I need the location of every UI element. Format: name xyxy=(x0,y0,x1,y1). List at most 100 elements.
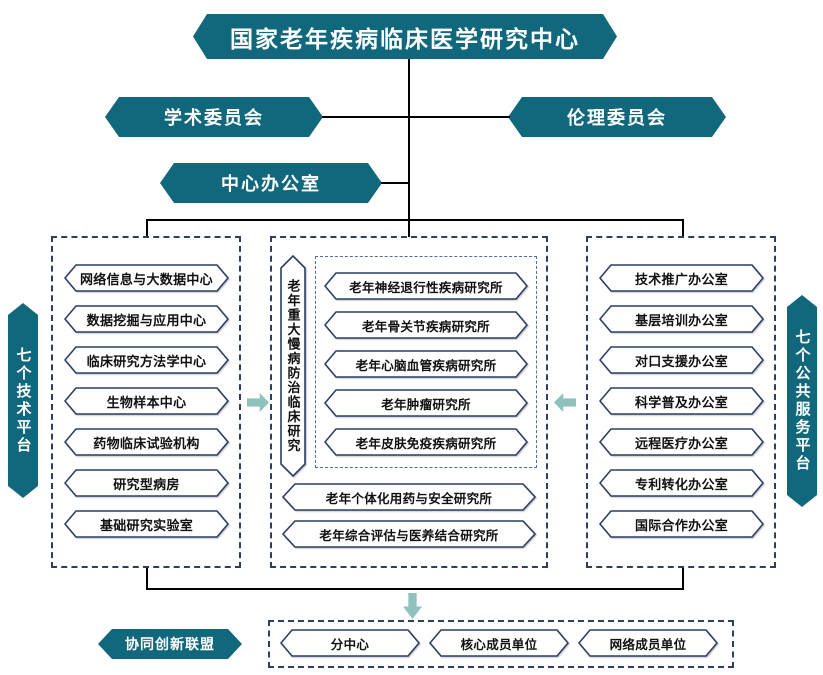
middle-institute-label: 老年皮肤免疫疾病研究所 xyxy=(355,436,497,451)
connector-bottom-riser-right xyxy=(682,568,684,590)
connector-root-spine xyxy=(408,59,410,220)
node-alliance-label[interactable]: 协同创新联盟 xyxy=(98,629,242,659)
connector-split-bar-top xyxy=(146,219,684,221)
right-item-5[interactable]: 专利转化办公室 xyxy=(599,469,764,497)
left-item-label: 数据挖掘与应用中心 xyxy=(86,312,207,328)
middle-institute-label: 老年神经退行性疾病研究所 xyxy=(349,280,503,295)
pill-shape xyxy=(599,264,764,292)
connector-academic-committee xyxy=(322,116,409,118)
pill-shape xyxy=(599,305,764,333)
right-item-0[interactable]: 技术推广办公室 xyxy=(599,264,764,292)
pill-shape xyxy=(599,346,764,374)
pill-shape xyxy=(64,469,229,497)
right-item-label: 国际合作办公室 xyxy=(634,517,729,533)
node-center-office[interactable]: 中心办公室 xyxy=(160,163,382,203)
pill-shape xyxy=(280,629,420,657)
right-column-group xyxy=(586,236,776,568)
left-item-label: 基础研究实验室 xyxy=(99,517,194,533)
right-item-label: 科学普及办公室 xyxy=(634,394,729,410)
connector-drop-left xyxy=(146,219,148,237)
arrow-left-to-middle-icon xyxy=(247,393,269,412)
right-item-1[interactable]: 基层培训办公室 xyxy=(599,305,764,333)
middle-extra-label: 老年综合评估与医养结合研究所 xyxy=(319,528,499,543)
middle-institutes-group xyxy=(315,256,537,468)
pill-shape xyxy=(324,311,528,339)
alliance-member-label: 核心成员单位 xyxy=(460,637,538,652)
node-academic-committee[interactable]: 学术委员会 xyxy=(105,97,323,137)
arrow-right-to-middle-icon xyxy=(554,393,576,412)
pill-shape xyxy=(64,428,229,456)
middle-institute-3[interactable]: 老年肿瘤研究所 xyxy=(324,389,528,417)
pill-shape xyxy=(64,264,229,292)
left-item-label: 网络信息与大数据中心 xyxy=(79,271,213,287)
left-column-side-label: 七个技术平台 xyxy=(8,303,38,498)
alliance-member-label: 网络成员单位 xyxy=(609,637,687,652)
node-ethics-committee[interactable]: 伦理委员会 xyxy=(508,97,726,137)
middle-column-group xyxy=(270,236,548,568)
pill-shape xyxy=(282,520,536,548)
alliance-member-label: 分中心 xyxy=(330,637,370,652)
pill-shape xyxy=(578,629,718,657)
middle-extra-0[interactable]: 老年个体化用药与安全研究所 xyxy=(282,483,536,511)
left-item-5[interactable]: 研究型病房 xyxy=(64,469,229,497)
right-item-6[interactable]: 国际合作办公室 xyxy=(599,510,764,538)
middle-column-side-label: 老年重大慢病防治临床研究 xyxy=(285,279,301,453)
middle-institute-2[interactable]: 老年心脑血管疾病研究所 xyxy=(324,350,528,378)
right-column-side-label: 七个公共服务平台 xyxy=(787,295,817,507)
middle-institute-label: 老年肿瘤研究所 xyxy=(381,397,471,412)
left-item-label: 生物样本中心 xyxy=(106,394,187,410)
left-item-0[interactable]: 网络信息与大数据中心 xyxy=(64,264,229,292)
left-item-4[interactable]: 药物临床试验机构 xyxy=(64,428,229,456)
right-item-2[interactable]: 对口支援办公室 xyxy=(599,346,764,374)
connector-bottom-riser-left xyxy=(146,568,148,590)
middle-extra-label: 老年个体化用药与安全研究所 xyxy=(325,491,493,506)
pill-shape xyxy=(599,387,764,415)
alliance-member-1[interactable]: 核心成员单位 xyxy=(429,629,569,657)
pill-shape xyxy=(324,350,528,378)
middle-institute-label: 老年心脑血管疾病研究所 xyxy=(355,358,497,373)
alliance-member-0[interactable]: 分中心 xyxy=(280,629,420,657)
left-item-2[interactable]: 临床研究方法学中心 xyxy=(64,346,229,374)
left-item-label: 药物临床试验机构 xyxy=(93,435,200,451)
vpill-shape xyxy=(280,255,306,477)
middle-extra-1[interactable]: 老年综合评估与医养结合研究所 xyxy=(282,520,536,548)
pill-shape xyxy=(599,469,764,497)
right-item-label: 对口支援办公室 xyxy=(634,353,729,369)
pill-shape xyxy=(282,483,536,511)
right-item-label: 专利转化办公室 xyxy=(634,476,729,492)
left-item-label: 研究型病房 xyxy=(113,476,180,492)
alliance-member-2[interactable]: 网络成员单位 xyxy=(578,629,718,657)
root-node-national-center[interactable]: 国家老年疾病临床医学研究中心 xyxy=(193,14,617,59)
middle-institute-4[interactable]: 老年皮肤免疫疾病研究所 xyxy=(324,428,528,456)
left-item-3[interactable]: 生物样本中心 xyxy=(64,387,229,415)
connector-drop-middle xyxy=(408,219,410,237)
left-item-6[interactable]: 基础研究实验室 xyxy=(64,510,229,538)
pill-shape xyxy=(599,428,764,456)
middle-column-side-label-box: 老年重大慢病防治临床研究 xyxy=(280,255,306,477)
pill-shape xyxy=(599,510,764,538)
connector-drop-right xyxy=(682,219,684,237)
pill-shape xyxy=(429,629,569,657)
pill-shape xyxy=(64,387,229,415)
connector-ethics-committee xyxy=(408,116,510,118)
pill-shape xyxy=(64,305,229,333)
connector-bottom-bar xyxy=(146,588,684,590)
pill-shape xyxy=(64,510,229,538)
right-item-label: 远程医疗办公室 xyxy=(634,435,729,451)
left-item-label: 临床研究方法学中心 xyxy=(86,353,207,369)
arrow-down-to-alliance-icon xyxy=(403,593,422,619)
alliance-members-group xyxy=(268,620,734,668)
middle-institute-1[interactable]: 老年骨关节疾病研究所 xyxy=(324,311,528,339)
middle-institute-0[interactable]: 老年神经退行性疾病研究所 xyxy=(324,272,528,300)
middle-institute-label: 老年骨关节疾病研究所 xyxy=(361,319,490,334)
pill-shape xyxy=(64,346,229,374)
pill-shape xyxy=(324,272,528,300)
right-item-label: 技术推广办公室 xyxy=(634,271,729,287)
right-item-3[interactable]: 科学普及办公室 xyxy=(599,387,764,415)
left-column-group xyxy=(51,236,241,568)
right-item-4[interactable]: 远程医疗办公室 xyxy=(599,428,764,456)
left-item-1[interactable]: 数据挖掘与应用中心 xyxy=(64,305,229,333)
pill-shape xyxy=(324,389,528,417)
right-item-label: 基层培训办公室 xyxy=(634,312,729,328)
